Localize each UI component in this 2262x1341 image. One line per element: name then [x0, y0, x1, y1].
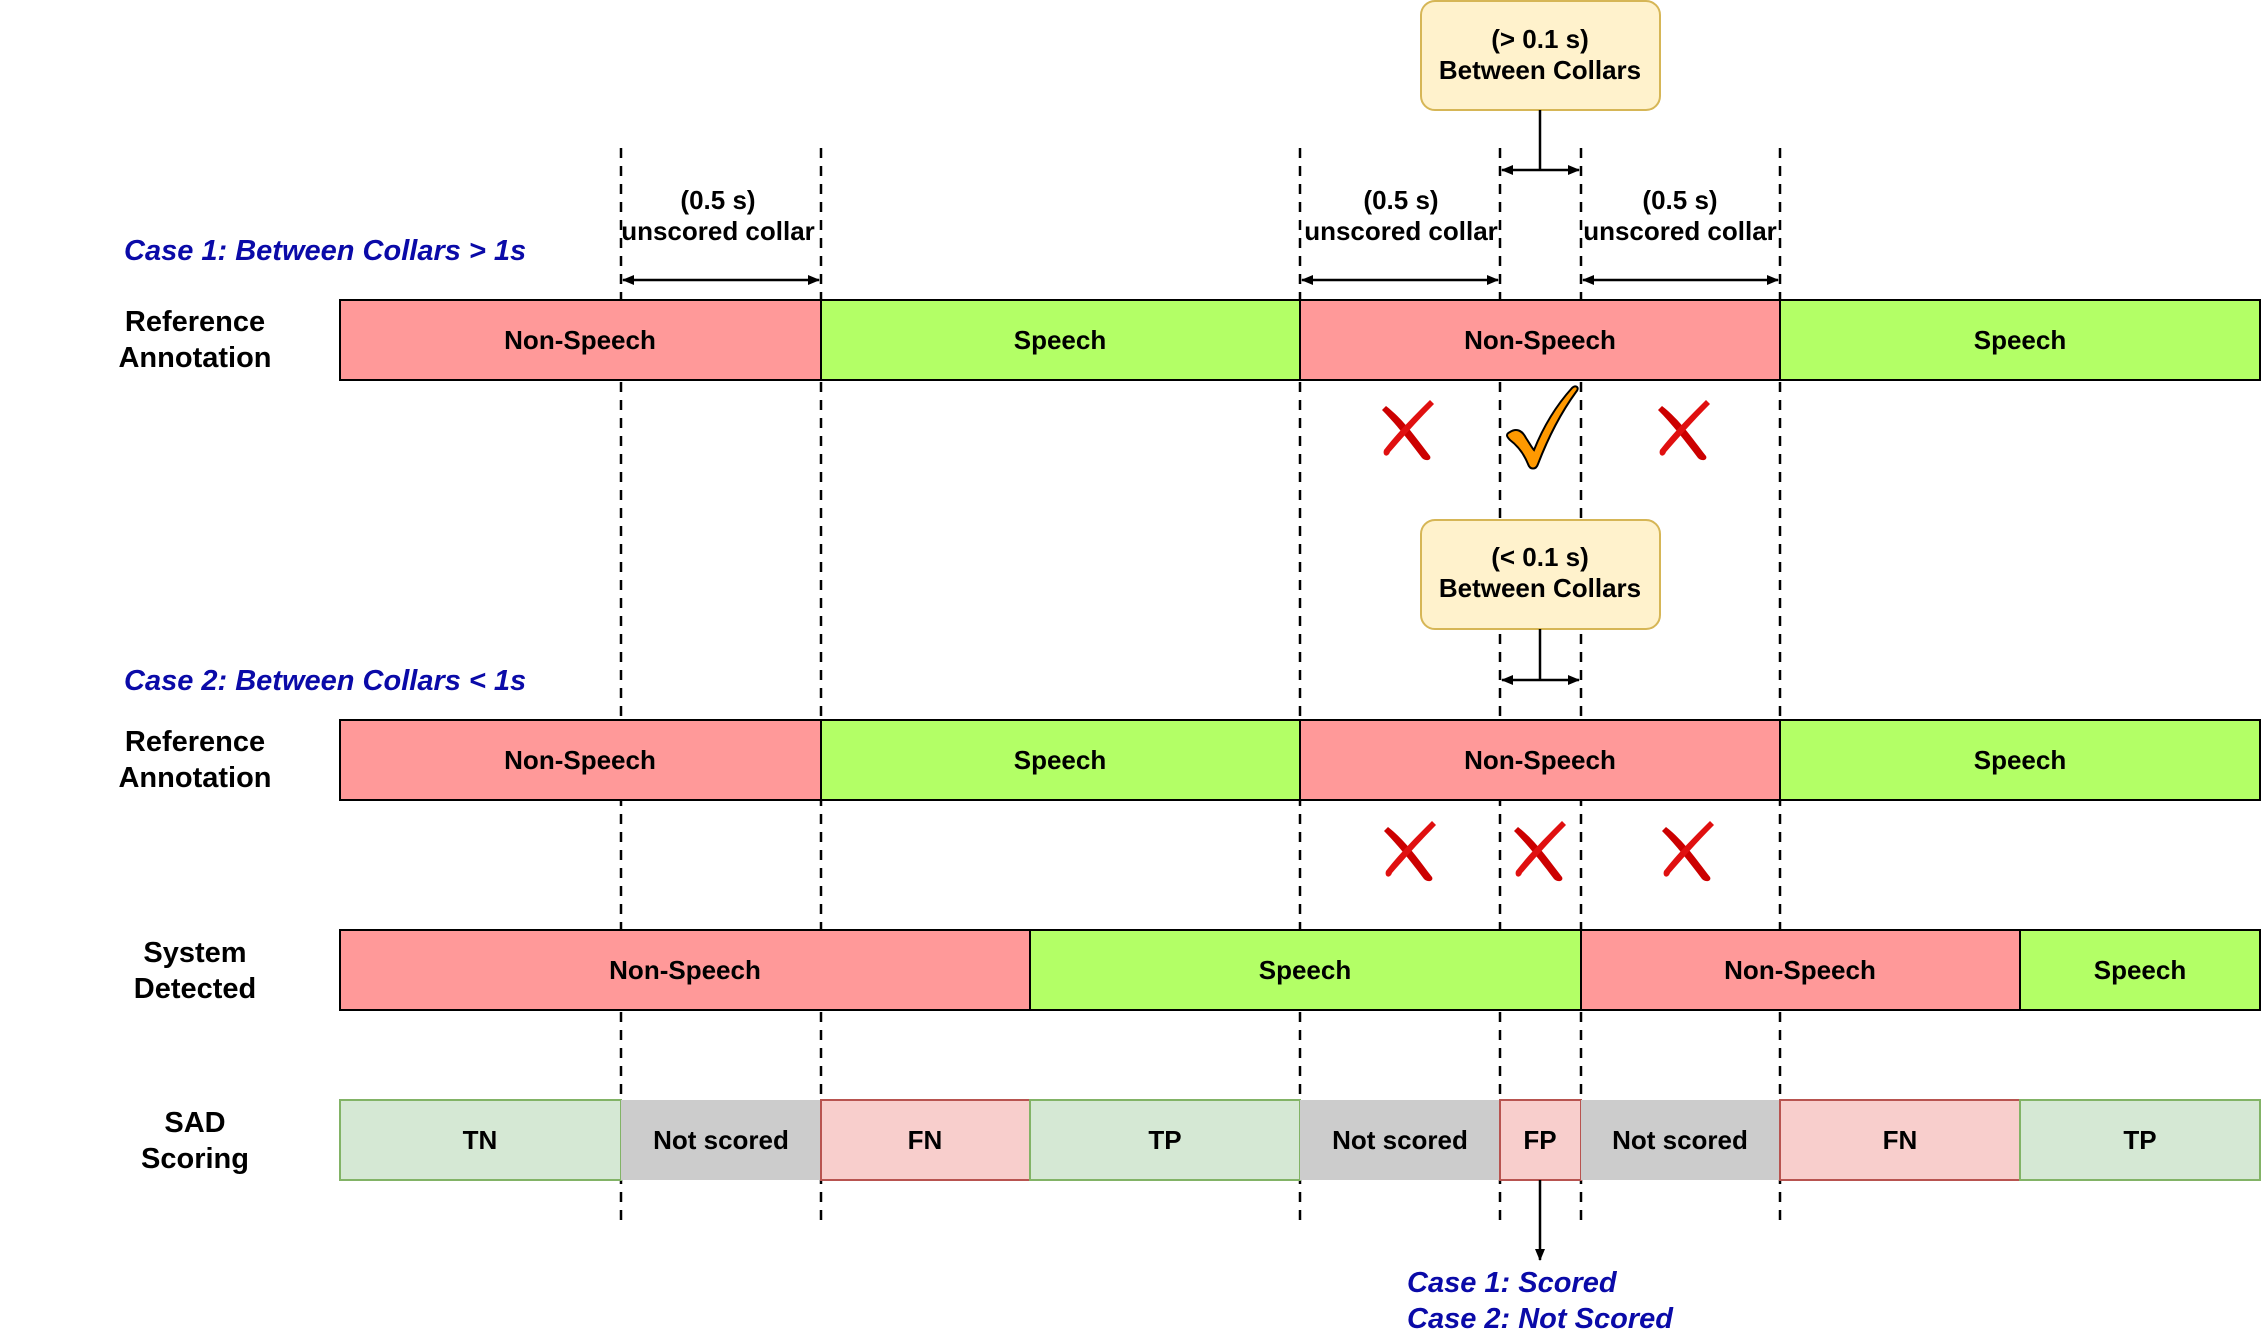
segment-not-scored: [1300, 1100, 1500, 1180]
callout-line1: (< 0.1 s): [1491, 542, 1589, 572]
segment-speech: [2019, 929, 2261, 1011]
collar-duration: (0.5 s): [680, 185, 755, 215]
row-label-line2: Scoring: [141, 1143, 249, 1175]
case1-marks: [1382, 385, 1710, 470]
segment-label: FP: [1523, 1125, 1556, 1155]
collar-mid: (0.5 s) unscored collar: [1301, 185, 1499, 285]
segment-label: Speech: [1259, 955, 1352, 985]
row-label-line2: Annotation: [118, 762, 271, 794]
segment-label: FN: [1883, 1125, 1918, 1155]
segment-tp: [2019, 1099, 2261, 1181]
segment-label: Speech: [1014, 745, 1107, 775]
row-label-line1: System: [143, 937, 246, 969]
segment-tn: [339, 1099, 622, 1181]
collar-left: (0.5 s) unscored collar: [621, 185, 820, 285]
check-icon: [1506, 385, 1579, 470]
segment-label: Speech: [1974, 745, 2067, 775]
segment-non-speech: [339, 929, 1031, 1011]
row-label-line1: Reference: [125, 306, 265, 338]
cross-icon: [1658, 400, 1710, 461]
segment-non-speech: [339, 719, 822, 801]
segment-label: Speech: [1014, 325, 1107, 355]
segment-not-scored: [1581, 1100, 1780, 1180]
collar-duration: (0.5 s): [1642, 185, 1717, 215]
system-detected-row: System Detected Non-Speech Speech Non-Sp…: [134, 929, 2261, 1011]
collar-right: (0.5 s) unscored collar: [1582, 185, 1779, 285]
callout-line1: (> 0.1 s): [1491, 24, 1589, 54]
segment-label: Non-Speech: [504, 745, 656, 775]
segment-label: Non-Speech: [1464, 325, 1616, 355]
segment-label: Non-Speech: [1724, 955, 1876, 985]
segment-label: FN: [908, 1125, 943, 1155]
segment-not-scored: [621, 1100, 821, 1180]
callout-top: (> 0.1 s) Between Collars: [1420, 0, 1661, 175]
row-label-line1: Reference: [125, 726, 265, 758]
row-label-line2: Annotation: [118, 342, 271, 374]
collar-duration: (0.5 s): [1363, 185, 1438, 215]
collar-label: unscored collar: [1583, 216, 1777, 246]
callout-middle: (< 0.1 s) Between Collars: [1420, 519, 1661, 685]
reference-row-case1: Reference Annotation Non-Speech Speech N…: [118, 299, 2261, 381]
callout-line2: Between Collars: [1439, 573, 1641, 603]
segment-label: Non-Speech: [609, 955, 761, 985]
segment-label: Non-Speech: [1464, 745, 1616, 775]
case2-marks: [1384, 821, 1714, 882]
outcome-case1: Case 1: Scored: [1407, 1267, 1618, 1299]
reference-row-case2: Reference Annotation Non-Speech Speech N…: [118, 719, 2261, 801]
segment-label: Not scored: [1332, 1125, 1468, 1155]
collar-label: unscored collar: [621, 216, 815, 246]
cross-icon: [1382, 400, 1434, 461]
segment-label: Not scored: [653, 1125, 789, 1155]
segment-speech: [820, 719, 1301, 801]
segment-label: TP: [2123, 1125, 2156, 1155]
segment-speech: [1779, 719, 2261, 801]
segment-fn: [820, 1099, 1031, 1181]
cross-icon: [1384, 821, 1436, 882]
segment-tp: [1029, 1099, 1301, 1181]
sad-scoring-row: SAD Scoring TN Not scored FN TP Not scor…: [141, 1099, 2261, 1181]
outcome-case2: Case 2: Not Scored: [1407, 1303, 1674, 1335]
segment-speech: [1779, 299, 2261, 381]
segment-label: TP: [1148, 1125, 1181, 1155]
case1-title: Case 1: Between Collars > 1s: [124, 235, 526, 267]
cross-icon: [1514, 821, 1566, 882]
segment-speech: [1029, 929, 1582, 1011]
segment-non-speech: [1299, 719, 1781, 801]
cross-icon: [1662, 821, 1714, 882]
segment-speech: [820, 299, 1301, 381]
segment-label: Speech: [1974, 325, 2067, 355]
segment-label: Not scored: [1612, 1125, 1748, 1155]
collar-label: unscored collar: [1304, 216, 1498, 246]
segment-label: Speech: [2094, 955, 2187, 985]
row-label-line1: SAD: [164, 1107, 225, 1139]
row-label-line2: Detected: [134, 973, 257, 1005]
segment-label: Non-Speech: [504, 325, 656, 355]
segment-non-speech: [1580, 929, 2021, 1011]
callout-line2: Between Collars: [1439, 55, 1641, 85]
segment-non-speech: [339, 299, 822, 381]
segment-label: TN: [463, 1125, 498, 1155]
case2-title: Case 2: Between Collars < 1s: [124, 665, 526, 697]
